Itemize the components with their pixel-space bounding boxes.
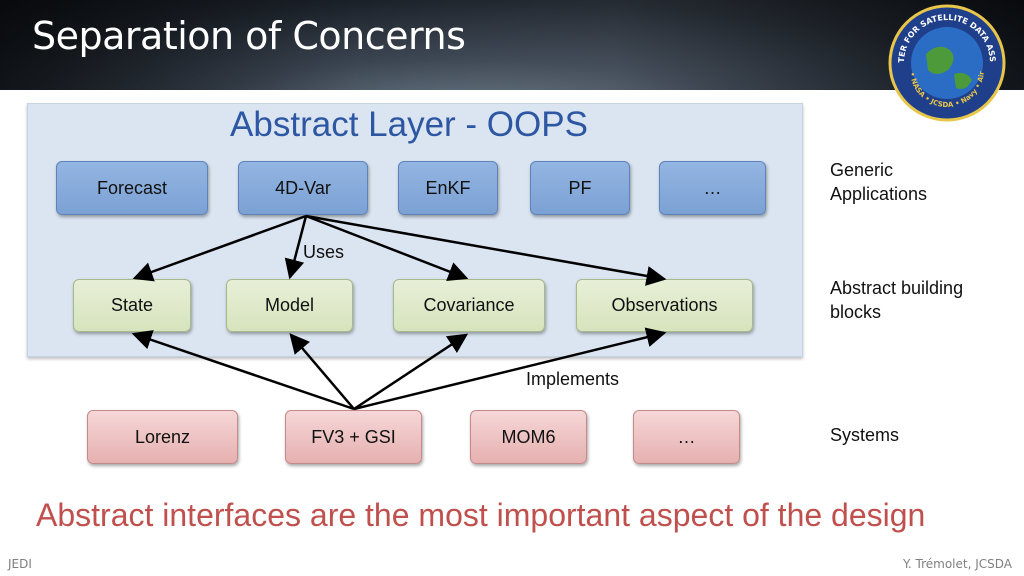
- implements-arrow-state: [131, 330, 355, 411]
- uses-arrow-covariance: [305, 214, 469, 282]
- side-label-systems: Systems: [830, 425, 900, 445]
- block-box-observations: Observations: [576, 279, 753, 332]
- side-label-applications: Generic Applications: [830, 158, 927, 206]
- implements-arrow-covariance: [353, 333, 469, 411]
- side-label-building-blocks: Abstract building blocks: [830, 276, 963, 324]
- system-box-fv3-gsi: FV3 + GSI: [285, 410, 422, 464]
- tagline: Abstract interfaces are the most importa…: [36, 497, 926, 533]
- side-label-blocks-line2: blocks: [830, 302, 882, 322]
- side-label-applications-line1: Generic: [830, 160, 894, 180]
- side-label-applications-line2: Applications: [830, 184, 928, 204]
- page-title: Separation of Concerns: [32, 14, 466, 58]
- block-box-model: Model: [226, 279, 353, 332]
- uses-arrow-model: [284, 215, 308, 280]
- uses-arrow-observations: [305, 214, 667, 286]
- panel-title: Abstract Layer - OOPS: [230, 105, 588, 144]
- app-box-pf: PF: [530, 161, 630, 215]
- app-box-more: …: [659, 161, 766, 215]
- app-box-enkf: EnKF: [398, 161, 498, 215]
- implements-arrow-model: [289, 333, 355, 410]
- block-box-covariance: Covariance: [393, 279, 545, 332]
- header-banner: Separation of Concerns: [0, 0, 1024, 90]
- app-box-4dvar: 4D-Var: [238, 161, 368, 215]
- implements-arrow-observations: [353, 327, 667, 411]
- uses-arrow-state: [132, 214, 307, 282]
- side-label-blocks-line1: Abstract building: [830, 278, 964, 298]
- earth-background: [0, 0, 1024, 90]
- app-box-forecast: Forecast: [56, 161, 208, 215]
- system-box-lorenz: Lorenz: [87, 410, 238, 464]
- implements-label: Implements: [526, 369, 620, 389]
- system-box-more: …: [633, 410, 740, 464]
- footer-right: Y. Trémolet, JCSDA: [902, 557, 1012, 571]
- system-box-mom6: MOM6: [470, 410, 587, 464]
- uses-label: Uses: [303, 242, 345, 262]
- jcsda-logo: JOINT CENTER FOR SATELLITE DATA ASSIMILA…: [888, 4, 1006, 122]
- footer-left: JEDI: [8, 557, 32, 571]
